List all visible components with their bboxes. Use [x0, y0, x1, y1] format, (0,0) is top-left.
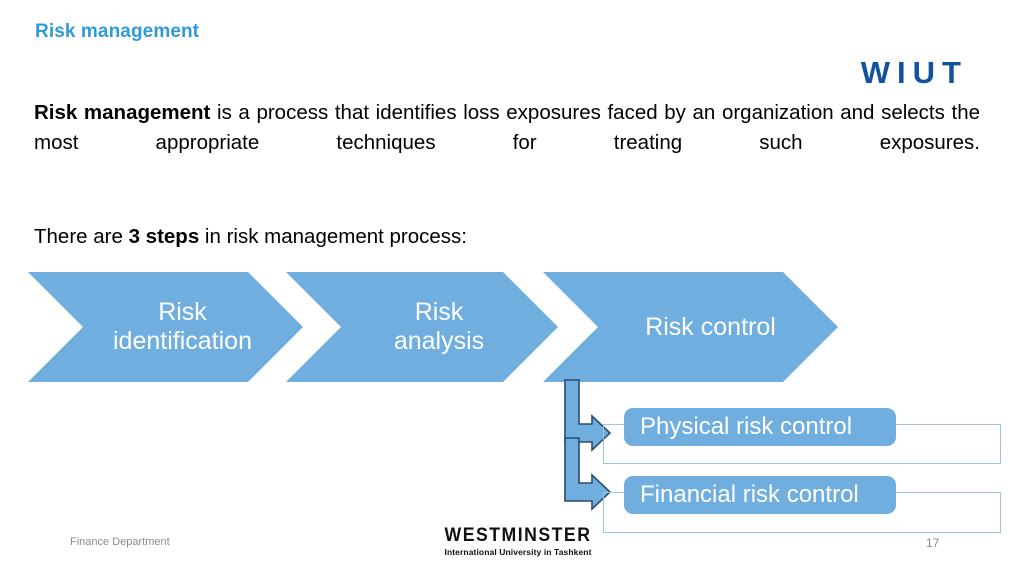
- chevron-shape-icon: [543, 272, 838, 382]
- branch-label-physical-risk-control[interactable]: Physical risk control: [624, 408, 896, 446]
- footer-department: Finance Department: [70, 536, 170, 548]
- body-rest: is a process that identifies loss exposu…: [34, 101, 980, 154]
- wiut-logo: WIUT: [860, 55, 968, 90]
- body-lead-bold: Risk management: [34, 101, 211, 124]
- process-step-risk-control[interactable]: Risk control: [543, 272, 838, 382]
- elbow-arrow-financial-icon: [564, 437, 612, 511]
- chevron-shape-icon: [286, 272, 558, 382]
- page-number: 17: [926, 536, 940, 550]
- chevron-shape-icon: [28, 272, 303, 382]
- steps-intro-line: There are 3 steps in risk management pro…: [34, 222, 734, 252]
- steps-intro-after: in risk management process:: [199, 225, 467, 248]
- westminster-logo: WESTMINSTER International University in …: [433, 525, 603, 558]
- process-step-risk-identification[interactable]: Risk identification: [28, 272, 303, 382]
- branch-label-financial-text: Financial risk control: [640, 481, 859, 508]
- body-paragraph: Risk management is a process that identi…: [34, 98, 980, 188]
- process-step-risk-analysis[interactable]: Risk analysis: [286, 272, 558, 382]
- branch-label-physical-text: Physical risk control: [640, 413, 853, 440]
- steps-intro-before: There are: [34, 225, 129, 248]
- branch-connector-arrows: [564, 379, 612, 511]
- westminster-subtitle: International University in Tashkent: [444, 547, 592, 557]
- steps-count-bold: 3 steps: [128, 225, 200, 248]
- page-title: Risk management: [35, 21, 200, 42]
- westminster-name: WESTMINSTER: [444, 525, 592, 546]
- branch-label-financial-risk-control[interactable]: Financial risk control: [624, 476, 896, 514]
